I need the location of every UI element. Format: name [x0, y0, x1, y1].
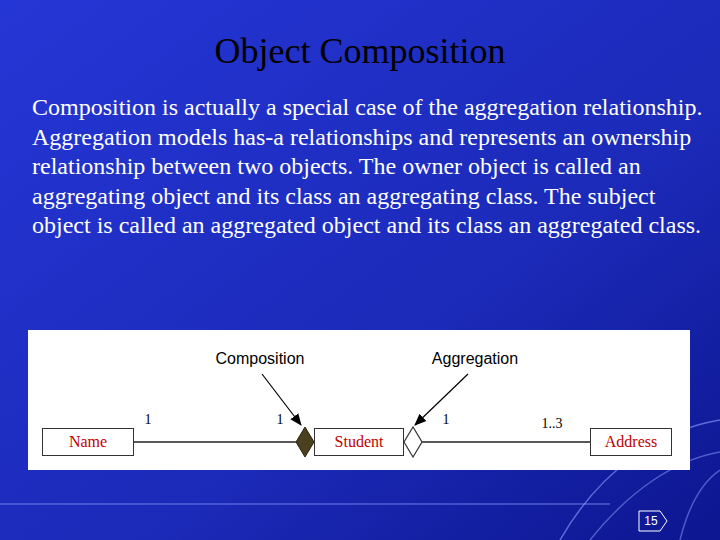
node-text: Student — [335, 433, 384, 451]
page-number-tab: 15 — [638, 510, 668, 532]
association-line — [404, 441, 590, 442]
callout-label: Composition — [205, 350, 315, 368]
body-text: Composition is actually a special case o… — [32, 93, 704, 241]
diagram-panel — [28, 330, 690, 470]
multiplicity-label: 1 — [138, 412, 158, 428]
callout-arrow — [415, 374, 468, 425]
callout-label: Aggregation — [420, 350, 530, 368]
class-box: Address — [590, 428, 672, 456]
multiplicity-label: 1 — [436, 412, 456, 428]
multiplicity-label: 1..3 — [530, 416, 574, 432]
class-box: Student — [314, 428, 404, 456]
node-text: Address — [605, 433, 657, 451]
node-text: Name — [69, 433, 107, 451]
decor-arc — [680, 470, 720, 540]
multiplicity-label: 1 — [270, 412, 290, 428]
class-box: Name — [42, 428, 134, 456]
tab-outline-shape — [639, 511, 667, 531]
slide-title: Object Composition — [0, 30, 720, 72]
node-text: 15 — [644, 514, 657, 528]
association-line — [134, 441, 314, 442]
footer-rule — [0, 504, 610, 505]
